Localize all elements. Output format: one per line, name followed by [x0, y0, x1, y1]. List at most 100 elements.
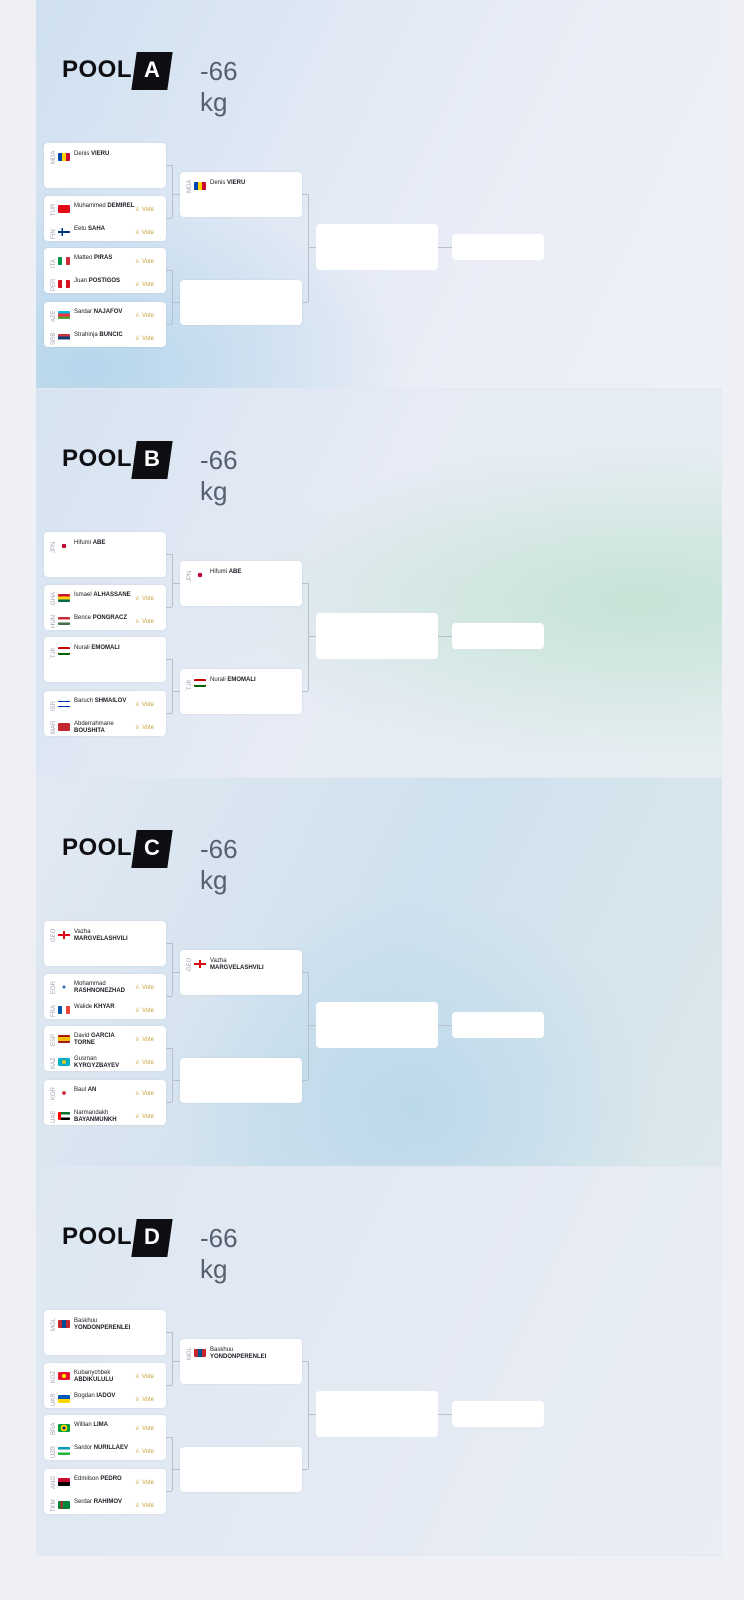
quarterfinal-empty-card[interactable]: [180, 280, 302, 325]
country-code: GEO: [51, 928, 57, 942]
vote-button[interactable]: ♕Vote: [135, 984, 154, 991]
athlete-first-name: Denis: [74, 151, 90, 157]
vote-button[interactable]: ♕Vote: [135, 1396, 154, 1403]
bracket-line: [166, 324, 172, 325]
vote-button[interactable]: ♕Vote: [135, 1448, 154, 1455]
vote-button[interactable]: ♕Vote: [135, 229, 154, 236]
tjk-flag-icon: [58, 647, 70, 655]
isr-flag-icon: [58, 700, 70, 708]
country-code: TKM: [51, 1499, 57, 1512]
athlete-name: Ismael ALHASSANE: [74, 592, 136, 599]
athlete-first-name: Nurali: [74, 645, 90, 651]
vote-button[interactable]: ♕Vote: [135, 1502, 154, 1509]
athlete-name: Vazha MARGVELASHVILI: [210, 958, 272, 972]
vote-button[interactable]: ♕Vote: [135, 281, 154, 288]
per-flag-icon: [58, 280, 70, 288]
vote-button[interactable]: ♕Vote: [135, 258, 154, 265]
trophy-icon: ♕: [134, 725, 140, 731]
athlete-first-name: Mohammad: [74, 981, 106, 987]
bracket-line: [308, 247, 316, 248]
athlete-name: Sardor NURILLAEV: [74, 1445, 136, 1452]
country-code: KOR: [51, 1086, 57, 1100]
athlete-name: Walide KHYAR: [74, 1004, 136, 1011]
vote-button[interactable]: ♕Vote: [135, 206, 154, 213]
vote-button[interactable]: ♕Vote: [135, 1036, 154, 1043]
pool-winner-empty-card[interactable]: [452, 234, 544, 260]
pool-letter: D: [144, 1224, 160, 1249]
bracket-line: [172, 165, 173, 218]
quarterfinal-empty-card[interactable]: [180, 1058, 302, 1103]
athlete-first-name: David: [74, 1033, 90, 1039]
vote-label: Vote: [141, 1060, 154, 1066]
vote-button[interactable]: ♕Vote: [135, 595, 154, 602]
bracket-line: [172, 972, 180, 973]
gha-flag-icon: [58, 594, 70, 602]
trophy-icon: ♕: [134, 985, 140, 991]
semifinal-empty-card[interactable]: [316, 224, 438, 270]
quarterfinal-empty-card[interactable]: [180, 1447, 302, 1492]
athlete-name: Gusman KYRGYZBAYEV: [74, 1056, 136, 1070]
vote-button[interactable]: ♕Vote: [135, 312, 154, 319]
semifinal-empty-card[interactable]: [316, 1002, 438, 1048]
vote-label: Vote: [141, 1449, 154, 1455]
pool-winner-empty-card[interactable]: [452, 1012, 544, 1038]
bracket-line: [308, 972, 309, 1080]
athlete-name: Willian LIMA: [74, 1422, 136, 1429]
vote-button[interactable]: ♕Vote: [135, 1007, 154, 1014]
bracket-line: [438, 636, 452, 637]
vote-button[interactable]: ♕Vote: [135, 1373, 154, 1380]
vote-label: Vote: [141, 1037, 154, 1043]
vote-button[interactable]: ♕Vote: [135, 701, 154, 708]
pool-letter: A: [144, 57, 160, 82]
athlete-first-name: Hifumi: [74, 540, 92, 546]
vote-button[interactable]: ♕Vote: [135, 618, 154, 625]
country-code: PER: [51, 278, 57, 291]
semifinal-empty-card[interactable]: [316, 613, 438, 659]
vote-button[interactable]: ♕Vote: [135, 1113, 154, 1120]
vote-button[interactable]: ♕Vote: [135, 1059, 154, 1066]
vote-button[interactable]: ♕Vote: [135, 1090, 154, 1097]
athlete-last-name: PEDRO: [100, 1476, 122, 1482]
pool-winner-empty-card[interactable]: [452, 1401, 544, 1427]
country-code: SRB: [51, 332, 57, 345]
athlete-first-name: Matteo: [74, 255, 93, 261]
vote-button[interactable]: ♕Vote: [135, 335, 154, 342]
athlete-first-name: Vazha: [74, 929, 91, 935]
bracket-line: [166, 1385, 172, 1386]
country-code: GEO: [187, 957, 193, 971]
vote-button[interactable]: ♕Vote: [135, 1425, 154, 1432]
trophy-icon: ♕: [134, 1060, 140, 1066]
athlete-first-name: Walide: [74, 1004, 93, 1010]
vote-button[interactable]: ♕Vote: [135, 724, 154, 731]
pool-winner-empty-card[interactable]: [452, 623, 544, 649]
semifinal-empty-card[interactable]: [316, 1391, 438, 1437]
bracket-line: [166, 943, 172, 944]
quarterfinal-card[interactable]: GEO Vazha MARGVELASHVILI: [180, 950, 302, 995]
pool-letter: B: [144, 446, 160, 471]
vote-label: Vote: [141, 259, 154, 265]
tkm-flag-icon: [58, 1501, 70, 1509]
vote-button[interactable]: ♕Vote: [135, 1479, 154, 1486]
country-code: ISR: [51, 700, 57, 711]
